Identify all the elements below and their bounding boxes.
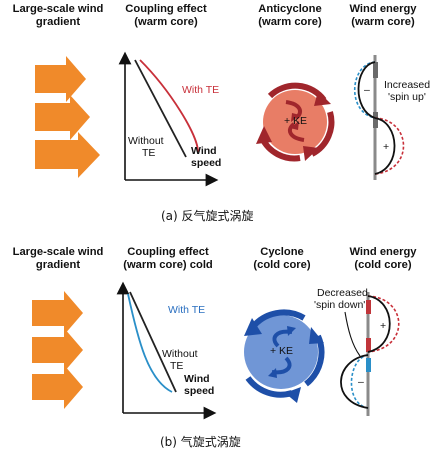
b-rotation-arrowhead-bottom	[285, 387, 301, 403]
b-minus-sign: –	[358, 376, 364, 388]
a-inner-arrow-2	[287, 122, 305, 142]
b-with-te-curve	[127, 293, 173, 393]
a-gradient-arrow-1	[35, 56, 86, 102]
b-cyclone-disc	[244, 315, 318, 389]
b-title-coupling-line2: (warm core) cold	[123, 259, 213, 271]
b-rotation-arrow-top	[249, 309, 306, 330]
b-ke-label: + KE	[270, 345, 293, 357]
b-title-wind-energy-line2: (cold core)	[354, 259, 412, 271]
a-rotation-arrowhead-top	[314, 91, 331, 106]
a-title-wind-energy-line1: Wind energy	[349, 3, 417, 15]
b-title-cyclone-line2: (cold core)	[253, 259, 311, 271]
a-energy-lower-dashed	[374, 117, 405, 175]
b-title-coupling-line1: Coupling effect	[127, 246, 209, 258]
a-wind-speed-label-1: Wind	[191, 145, 217, 157]
b-without-te-label-2: TE	[170, 360, 183, 372]
b-cyclone: + KE	[244, 309, 325, 403]
b-gradient-arrow-2	[32, 328, 83, 372]
a-gradient-arrow-2	[35, 95, 90, 140]
a-coupling-chart: With TE Without TE Wind speed	[118, 51, 221, 187]
b-gradient-arrows	[32, 291, 83, 409]
a-title-anticyclone: Anticyclone (warm core)	[250, 3, 330, 29]
b-without-te-label-1: Without	[162, 348, 198, 360]
b-rotation-arrowhead-top	[244, 318, 262, 336]
a-title-coupling: Coupling effect (warm core)	[116, 3, 216, 29]
a-title-anticyclone-line2: (warm core)	[258, 16, 322, 28]
a-gradient-arrow-3	[35, 132, 100, 178]
b-inner-arrowhead-2	[268, 368, 277, 378]
a-with-te-label: With TE	[182, 84, 219, 96]
b-decreased-label-1: Decreased	[317, 287, 368, 299]
b-title-wind-gradient-line2: gradient	[35, 259, 81, 271]
a-anticyclone-disc	[263, 90, 327, 154]
b-without-te-curve	[129, 291, 177, 393]
a-plus-sign: +	[383, 141, 389, 153]
a-increased-label-2: 'spin up'	[388, 91, 426, 103]
b-wind-speed-label-1: Wind	[184, 373, 210, 385]
b-decreased-pointer	[344, 311, 361, 357]
b-title-wind-gradient: Large-scale wind gradient	[4, 246, 112, 272]
b-inner-arrowhead-1	[287, 326, 296, 336]
a-energy-upper-solid	[357, 61, 376, 119]
a-inner-arrowhead-1	[291, 113, 300, 122]
b-title-cyclone-line1: Cyclone	[260, 246, 304, 258]
a-title-coupling-line1: Coupling effect	[125, 3, 207, 15]
b-title-wind-energy: Wind energy (cold core)	[338, 246, 428, 272]
a-ke-label: + KE	[284, 115, 307, 127]
a-title-wind-gradient-line1: Large-scale wind	[12, 3, 104, 15]
a-title-coupling-line2: (warm core)	[134, 16, 198, 28]
a-rotation-arrowhead-bottom	[256, 126, 272, 144]
b-gradient-arrow-3	[32, 365, 83, 409]
a-title-wind-gradient: Large-scale wind gradient	[4, 3, 112, 29]
a-energy-mark-1	[373, 62, 378, 78]
b-gradient-arrow-1	[32, 291, 83, 335]
b-with-te-label: With TE	[168, 304, 205, 316]
a-without-te-label-1: Without	[128, 135, 164, 147]
b-wind-energy: + – Decreased 'spin down'	[314, 287, 400, 416]
b-plus-sign: +	[380, 320, 386, 332]
a-increased-label-1: Increased	[384, 79, 430, 91]
b-title-wind-gradient-line1: Large-scale wind	[12, 246, 104, 258]
a-anticyclone: + KE	[256, 82, 335, 162]
a-without-te-label-2: TE	[142, 147, 155, 159]
a-title-wind-energy: Wind energy (warm core)	[338, 3, 428, 29]
a-energy-mark-2	[373, 112, 378, 128]
b-title-coupling: Coupling effect (warm core) cold	[112, 246, 224, 272]
a-title-wind-gradient-line2: gradient	[35, 16, 81, 28]
a-rotation-arrow-right	[310, 111, 335, 157]
a-minus-sign: –	[364, 84, 370, 96]
caption-a: (a) 反气旋式涡旋	[161, 209, 254, 223]
a-without-te-curve	[134, 59, 187, 158]
a-title-anticyclone-line1: Anticyclone	[258, 3, 322, 15]
b-energy-mark-3	[366, 358, 371, 372]
b-title-wind-energy-line1: Wind energy	[349, 246, 417, 258]
b-decreased-label-2: 'spin down'	[314, 299, 365, 311]
a-wind-speed-label-2: speed	[191, 157, 221, 169]
a-wind-energy: – + Increased 'spin up'	[353, 55, 430, 180]
a-with-te-curve	[139, 59, 199, 153]
a-inner-arrowhead-2	[290, 121, 299, 130]
caption-b: (b) 气旋式涡旋	[160, 435, 241, 449]
a-gradient-arrows	[35, 56, 100, 178]
b-energy-upper-solid	[367, 295, 391, 353]
b-energy-mark-2	[366, 338, 371, 352]
b-coupling-chart: With TE Without TE Wind speed	[116, 281, 217, 420]
a-energy-lower-solid	[374, 117, 396, 175]
b-energy-lower-solid	[340, 354, 369, 409]
b-energy-mark-1	[366, 300, 371, 314]
a-title-wind-energy-line2: (warm core)	[351, 16, 415, 28]
b-energy-upper-dashed	[367, 295, 400, 353]
a-rotation-arrowhead-right	[303, 146, 319, 161]
b-rotation-arrowhead-right	[309, 327, 324, 344]
b-title-cyclone: Cyclone (cold core)	[246, 246, 318, 272]
b-wind-speed-label-2: speed	[184, 385, 214, 397]
